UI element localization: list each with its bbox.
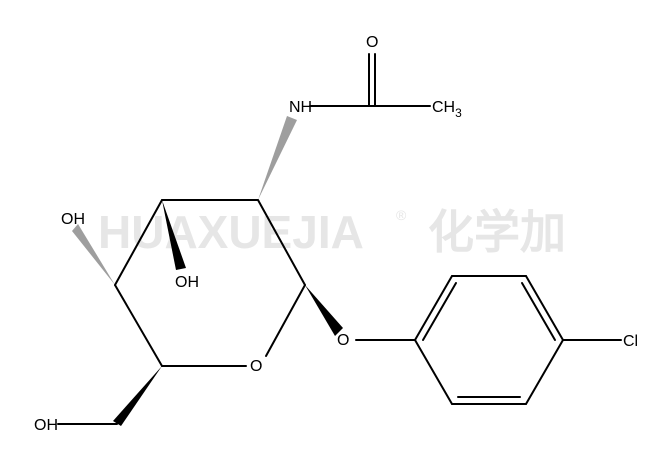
hash-wedge-c4-oh xyxy=(72,224,115,285)
atom-oh-c4: OH xyxy=(61,211,85,228)
solid-wedge-c1-o xyxy=(305,285,343,336)
watermark-registered-mark: ® xyxy=(396,207,407,223)
atom-cl: Cl xyxy=(623,333,638,350)
atom-oh-c3: OH xyxy=(175,274,199,291)
benzene-bond-4 xyxy=(525,339,564,405)
atom-nh: NH xyxy=(289,99,312,116)
solid-wedge-c5-ch2 xyxy=(113,366,162,426)
benzene-bond-3 xyxy=(525,275,564,341)
watermark: HUAXUEJIA ® 化学加 xyxy=(98,206,566,258)
benzene-bond-1 xyxy=(414,275,453,341)
hash-wedge-c2-nh xyxy=(258,116,297,200)
ring-bond-c1-o xyxy=(265,284,306,357)
ring-bond-c4-c3 xyxy=(114,199,163,286)
benzene-inner-double-2 xyxy=(521,282,556,341)
atom-carbonyl-o: O xyxy=(366,34,378,51)
atom-ch3: CH3 xyxy=(432,99,462,120)
ring-bond-c2-c1 xyxy=(257,199,306,286)
benzene-bond-6 xyxy=(414,339,453,405)
solid-wedge-c3-oh xyxy=(162,200,186,270)
atom-ch2-oh: OH xyxy=(34,417,58,434)
watermark-chinese: 化学加 xyxy=(428,206,566,258)
atom-ring-o: O xyxy=(250,358,262,375)
watermark-latin: HUAXUEJIA xyxy=(98,206,364,258)
atom-glycosidic-o: O xyxy=(337,332,349,349)
benzene-inner-double-1 xyxy=(422,282,457,341)
ring-bond-c5-c4 xyxy=(114,284,163,367)
